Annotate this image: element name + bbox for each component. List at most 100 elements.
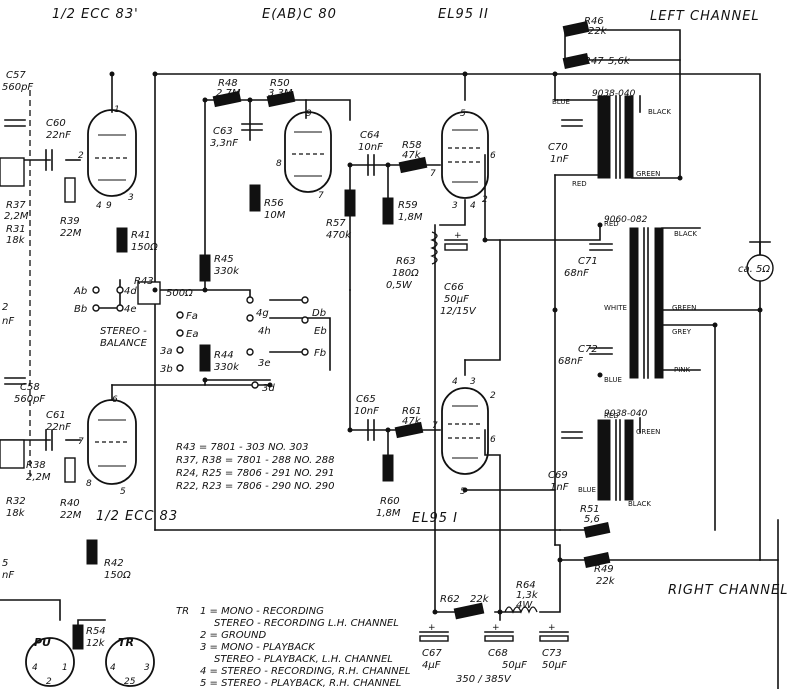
pin-tube4-5: 5	[120, 487, 126, 497]
pu-pin-2: 2	[46, 677, 52, 687]
tr-pin-4: 4	[110, 663, 116, 673]
pin-tube5-4: 4	[452, 377, 458, 387]
tr-legend-line-2: STEREO - RECORDING L.H. CHANNEL	[214, 618, 399, 629]
label-c70: C70	[548, 142, 568, 153]
wire-green-top: GREEN	[636, 170, 660, 178]
part-note-2: R37, R38 = 7801 - 288 NO. 288	[176, 455, 335, 466]
wire-black-top: BLACK	[648, 108, 671, 116]
label-c66: C66	[444, 282, 464, 293]
r64-coil	[504, 606, 538, 614]
edge-fragment-3: 5	[2, 558, 8, 569]
contact-4e: 4e	[124, 304, 137, 315]
contact-4h: 4h	[258, 326, 271, 337]
value-r45: 330k	[214, 266, 240, 277]
contact-3e: 3e	[258, 358, 271, 369]
label-r31: R31	[6, 224, 26, 235]
value-r44: 330k	[214, 362, 240, 373]
contact-db: Db	[312, 308, 326, 319]
label-r44: R44	[214, 350, 234, 361]
heading-right-channel: RIGHT CHANNEL	[668, 583, 788, 598]
label-r63: R63	[396, 256, 416, 267]
contact-fa: Fa	[186, 311, 198, 322]
label-r41: R41	[131, 230, 151, 241]
balance-label-2: BALANCE	[100, 338, 148, 349]
wire-white-mid: WHITE	[604, 304, 627, 312]
tr-pin-3: 3	[144, 663, 150, 673]
tr-legend-line-7: 5 = STEREO - PLAYBACK, R.H. CHANNEL	[200, 678, 401, 689]
value-r61: 47k	[402, 416, 422, 427]
connector-tr-label: TR	[118, 636, 134, 649]
part-note-3: R24, R25 = 7806 - 291 NO. 291	[176, 468, 335, 479]
tr-legend-line-6: 4 = STEREO - RECORDING, R.H. CHANNEL	[200, 666, 410, 677]
pin-tube1-4: 4	[96, 201, 102, 211]
value-r46: 22k	[588, 26, 608, 37]
tr-legend-tag: TR	[176, 606, 189, 617]
heading-left-channel: LEFT CHANNEL	[650, 9, 760, 24]
tube-el95-i	[441, 387, 489, 475]
value-r54: 12k	[86, 638, 106, 649]
transformer-top-label: 9038-040	[592, 89, 636, 99]
contact-fb: Fb	[314, 348, 326, 359]
wiring	[0, 29, 779, 689]
label-r56: R56	[264, 198, 284, 209]
pin-tube3-6: 6	[490, 151, 496, 161]
value-r57: 470k	[326, 230, 352, 241]
value-c65: 10nF	[354, 406, 379, 417]
value-r58: 47k	[402, 150, 422, 161]
contact-3b: 3b	[160, 364, 173, 375]
label-r58: R58	[402, 140, 422, 151]
label-r45: R45	[214, 254, 234, 265]
supply-voltage: 350 / 385V	[456, 674, 512, 685]
value-r64: 1,3k	[516, 590, 539, 601]
label-r49: R49	[594, 564, 614, 575]
label-r38: R38	[26, 460, 46, 471]
pin-tube1-9: 9	[106, 201, 112, 211]
value-r47: 5,6k	[608, 56, 631, 67]
edge-fragment-1: 2	[2, 302, 8, 313]
heading-ecc83-bottom: 1/2 ECC 83	[96, 509, 178, 524]
value-c66: 50µF	[444, 294, 469, 305]
svg-text:+: +	[548, 623, 556, 633]
label-c63: C63	[213, 126, 233, 137]
pin-tube5-7: 7	[432, 421, 438, 431]
value-r38: 2,2M	[26, 472, 51, 483]
label-r61: R61	[402, 406, 422, 417]
svg-text:+: +	[454, 231, 462, 241]
pin-tube2-8: 8	[276, 159, 282, 169]
value-r63: 180Ω	[392, 268, 419, 279]
tr-pin-25: 25	[124, 677, 136, 687]
value-c61: 22nF	[46, 422, 71, 433]
tube-ecc83-bottom	[87, 399, 137, 485]
tube-ecc83-top	[87, 109, 137, 197]
wire-red-mid: RED	[604, 220, 619, 228]
part-note-4: R22, R23 = 7806 - 290 NO. 290	[176, 481, 335, 492]
value-r56: 10M	[264, 210, 286, 221]
label-c64: C64	[360, 130, 380, 141]
label-r51: R51	[580, 504, 600, 515]
contact-4d: 4d	[124, 286, 137, 297]
label-r57: R57	[326, 218, 346, 229]
value-c67: 4µF	[422, 660, 441, 671]
contact-ea: Ea	[186, 329, 198, 340]
value-r32: 18k	[6, 508, 26, 519]
capacitors	[4, 119, 613, 642]
label-r64: R64	[516, 580, 536, 591]
rating-c66: 12/15V	[440, 306, 477, 317]
wire-green-mid: GREEN	[672, 304, 696, 312]
svg-text:+: +	[492, 623, 500, 633]
value-c68: 50µF	[502, 660, 527, 671]
wire-pink-mid: PINK	[674, 366, 691, 374]
contact-ab: Ab	[73, 286, 87, 297]
heading-ecc83-top: 1/2 ECC 83'	[52, 7, 139, 22]
value-r40: 22M	[60, 510, 82, 521]
label-c60: C60	[46, 118, 66, 129]
wire-blue-bottom: BLUE	[578, 486, 596, 494]
wire-red-bottom: RED	[604, 412, 619, 420]
label-r59: R59	[398, 200, 418, 211]
tr-legend-line-3: 2 = GROUND	[200, 630, 266, 641]
value-r31: 18k	[6, 235, 26, 246]
connector-pu-label: PU	[34, 636, 51, 649]
plus-marks: + + + +	[428, 231, 556, 633]
pin-tube5-2: 2	[490, 391, 496, 401]
load-value: ca. 5Ω	[738, 264, 770, 275]
